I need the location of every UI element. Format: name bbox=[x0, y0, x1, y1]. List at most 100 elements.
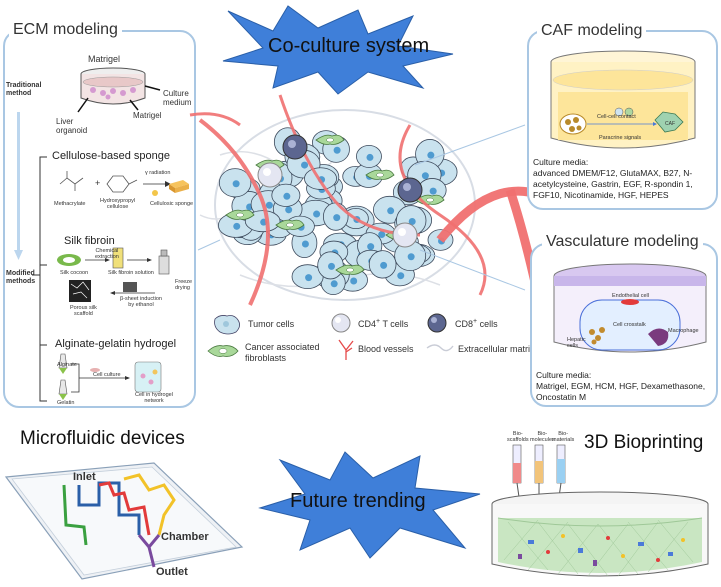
ecm-title: ECM modeling bbox=[9, 21, 122, 39]
vasc-title: Vasculature modeling bbox=[542, 233, 703, 251]
tumor-nucleus bbox=[427, 151, 435, 159]
caf-media: Culture media: advanced DMEM/F12, GlutaM… bbox=[533, 157, 715, 201]
cell-contact-label: Cell-cell contact bbox=[597, 114, 636, 120]
tumor-cells-legend: Tumor cells bbox=[248, 319, 295, 329]
connector-line bbox=[414, 124, 526, 166]
tumor-nucleus bbox=[232, 180, 240, 188]
flow-arrow bbox=[14, 112, 23, 260]
cd8-cell bbox=[282, 134, 308, 160]
tumor-nucleus bbox=[429, 187, 437, 195]
tumor-nucleus bbox=[407, 253, 415, 261]
cd4-legend: CD4+ T cells bbox=[358, 318, 408, 329]
cell-network-label: Cell in hydrogel network bbox=[135, 392, 173, 404]
cd4-icon bbox=[331, 313, 351, 333]
bioprinting-dish bbox=[491, 491, 709, 577]
tumor-nucleus bbox=[233, 222, 241, 230]
cd4-cell bbox=[392, 222, 418, 248]
blood-vessel bbox=[198, 118, 270, 306]
tumor-nucleus bbox=[397, 272, 405, 280]
method-bracket bbox=[32, 156, 47, 402]
bio-materials-label: Bio- materials bbox=[552, 431, 575, 443]
inlet-label: Inlet bbox=[73, 471, 96, 483]
tumor-nucleus bbox=[330, 280, 338, 288]
tumor-cluster bbox=[189, 94, 563, 306]
caf-nucleus bbox=[286, 222, 294, 228]
micro-title: Microfluidic devices bbox=[20, 428, 185, 449]
silk-title: Silk fibroin bbox=[64, 235, 115, 247]
connector-line bbox=[197, 239, 221, 251]
alginate-label: Alginate bbox=[57, 362, 77, 368]
matrigel-bottom-label: Matrigel bbox=[133, 111, 162, 120]
beta-sheet-label: β-sheet induction by ethanol bbox=[120, 296, 162, 308]
vasc-media-text: Matrigel, EGM, HCM, HGF, Dexamethasone, … bbox=[536, 381, 706, 402]
endothelial-label: Endothelial cell bbox=[612, 293, 649, 299]
cd4-highlight bbox=[398, 228, 406, 236]
tumor-nucleus bbox=[350, 277, 358, 285]
caf-media-text: advanced DMEM/F12, GlutaMAX, B27, N-acet… bbox=[533, 168, 693, 200]
cd4-cell bbox=[257, 162, 283, 188]
caf-nucleus bbox=[426, 197, 434, 203]
cd8-text: CD8 bbox=[455, 319, 474, 329]
alginate-process bbox=[58, 353, 162, 400]
tumor-nucleus bbox=[366, 153, 374, 161]
caf-icon bbox=[207, 345, 239, 357]
tumor-nucleus bbox=[285, 206, 293, 214]
vasc-media: Culture media: Matrigel, EGM, HCM, HGF, … bbox=[536, 370, 716, 403]
cd4-text: CD4 bbox=[358, 319, 377, 329]
caf-legend: Cancer associated fibroblasts bbox=[245, 342, 320, 363]
matrigel-dish bbox=[77, 67, 161, 113]
macrophage-label: Macrophage bbox=[668, 328, 699, 334]
future-title: Future trending bbox=[290, 490, 426, 512]
tumor-nucleus bbox=[421, 172, 429, 180]
tumor-nucleus bbox=[301, 161, 309, 169]
svg-text:CAF: CAF bbox=[665, 121, 675, 127]
caf-nucleus bbox=[346, 267, 354, 273]
caf-nucleus bbox=[326, 137, 334, 143]
vasc-media-label: Culture media: bbox=[536, 370, 592, 380]
porous-scaffold-label: Porous silk scaffold bbox=[70, 305, 97, 317]
alginate-title: Alginate-gelatin hydrogel bbox=[55, 338, 177, 350]
bio-title: 3D Bioprinting bbox=[584, 432, 704, 453]
blood-vessels-legend: Blood vessels bbox=[358, 344, 414, 354]
tumor-nucleus bbox=[327, 262, 335, 270]
silk-process bbox=[57, 247, 170, 302]
blood-vessel bbox=[189, 112, 241, 127]
chemical-extraction-label: Chemical extraction bbox=[95, 248, 119, 260]
caf-title: CAF modeling bbox=[537, 22, 647, 40]
vasc-dish bbox=[553, 263, 707, 353]
caf-nucleus bbox=[376, 172, 384, 178]
caf-nucleus bbox=[236, 212, 244, 218]
tumor-cells-icon bbox=[214, 315, 240, 335]
silk-solution-label: Silk fibroin solution bbox=[108, 270, 154, 276]
outlet-label: Outlet bbox=[156, 566, 188, 578]
tumor-nucleus bbox=[387, 207, 395, 215]
blood-vessel bbox=[398, 124, 487, 296]
bio-molecules-label: Bio- molecules bbox=[530, 431, 555, 443]
coculture-title: Co-culture system bbox=[268, 35, 430, 57]
tumor-nucleus bbox=[380, 261, 388, 269]
cd4-highlight bbox=[263, 168, 271, 176]
coculture-star bbox=[222, 5, 454, 95]
silk-cocoon-label: Silk cocoon bbox=[60, 270, 89, 276]
crosstalk-label: Cell crosstalk bbox=[613, 322, 646, 328]
methacrylate-label: Methacrylate bbox=[54, 201, 86, 207]
chamber-label: Chamber bbox=[161, 531, 209, 543]
tumor-nucleus bbox=[378, 231, 386, 239]
cd8-cell bbox=[397, 177, 423, 203]
blood-vessel-icon bbox=[338, 339, 354, 360]
gelatin-label: Gelatin bbox=[57, 400, 75, 406]
traditional-label: Traditional method bbox=[6, 82, 42, 97]
liver-organoid-label: Liver organoid bbox=[56, 117, 88, 135]
tumor-nucleus bbox=[367, 243, 375, 251]
hepatic-label: Hepatic cells bbox=[567, 337, 586, 349]
tumor-nucleus bbox=[313, 210, 321, 218]
cd8-icon bbox=[427, 313, 447, 333]
tumor-nucleus bbox=[265, 201, 273, 209]
bio-scaffolds-label: Bio- scaffolds bbox=[507, 431, 529, 443]
tumor-nucleus bbox=[305, 274, 313, 282]
tumor-nucleus bbox=[333, 146, 341, 154]
caf-media-label: Culture media: bbox=[533, 157, 589, 167]
cellulose-title: Cellulose-based sponge bbox=[52, 150, 171, 162]
cd8-sup: + bbox=[473, 318, 478, 325]
cellulose-molecules: + bbox=[59, 171, 171, 196]
